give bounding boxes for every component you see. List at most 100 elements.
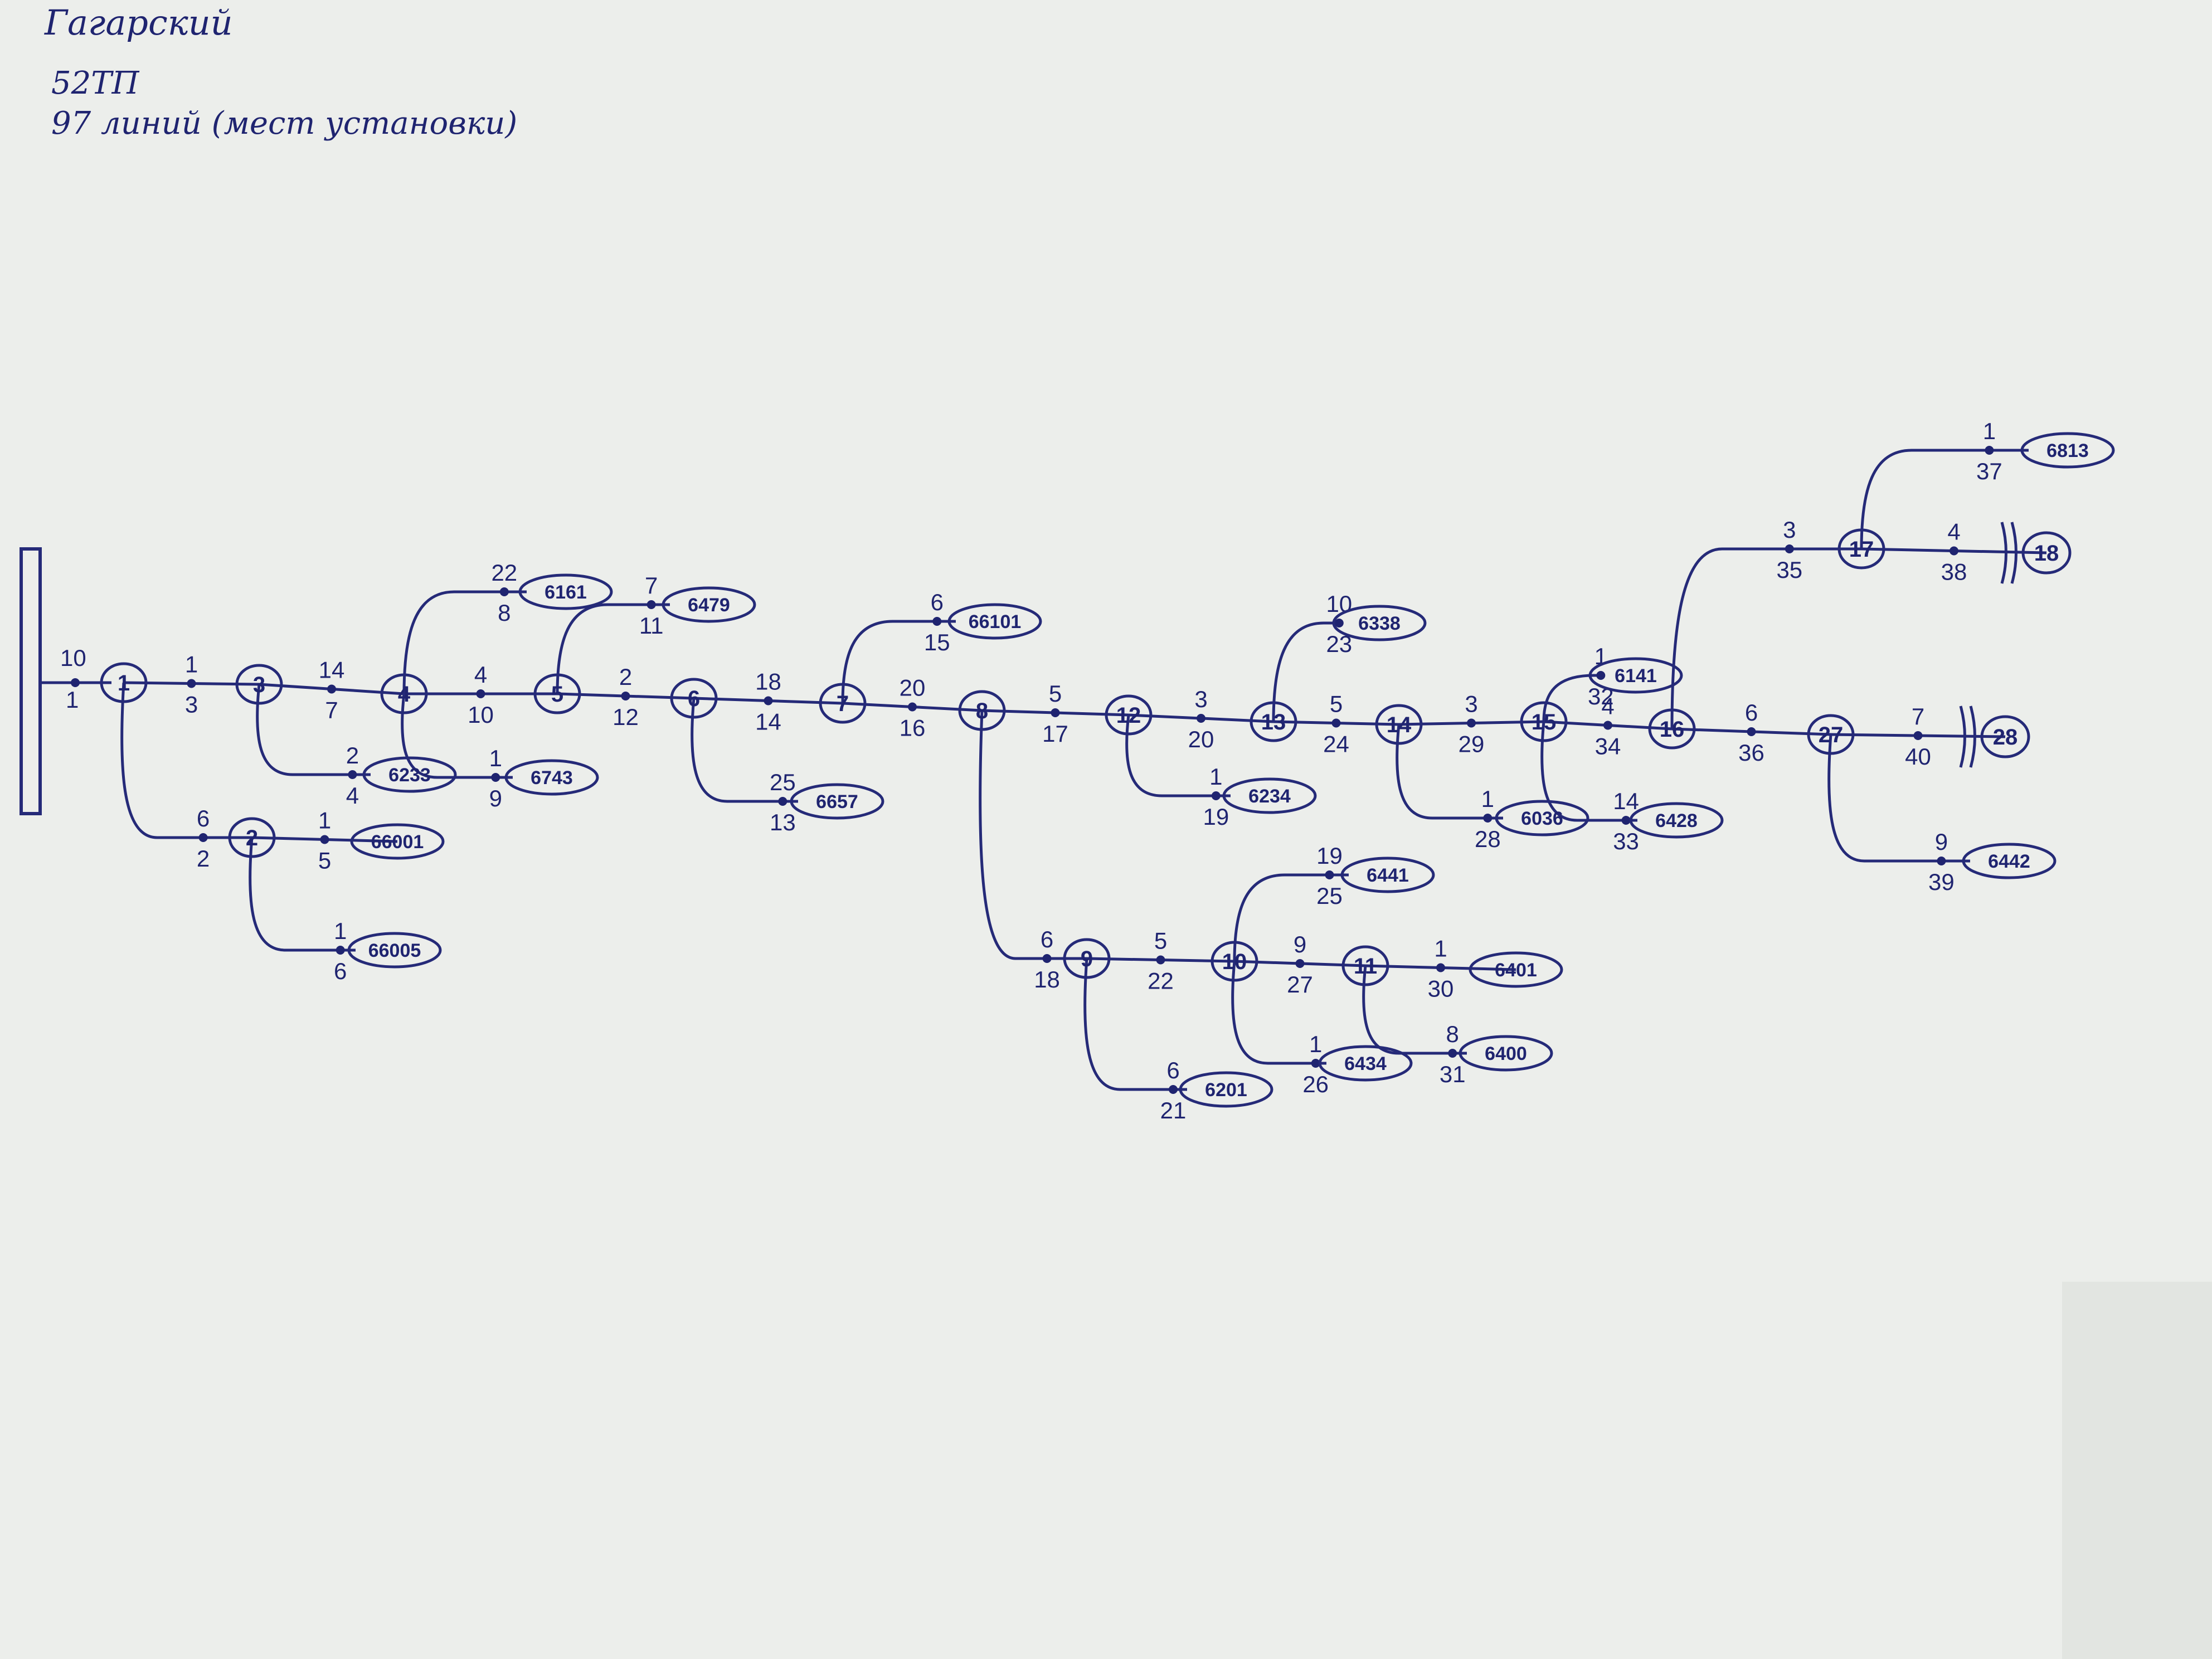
- meter-6743-label: 6743: [531, 767, 573, 789]
- meter-6036-label: 6036: [1521, 808, 1563, 829]
- pole-dot-4-5: [476, 689, 485, 698]
- span-top-label-9-6201: 6: [1166, 1057, 1179, 1083]
- pole-dot-8-12: [1051, 708, 1060, 717]
- break-mark-28-a: [1959, 706, 1966, 768]
- pole-dot-1-3: [187, 679, 196, 688]
- meter-6442-ring: [1962, 843, 2057, 879]
- node-15-ring: [1520, 701, 1568, 742]
- meter-6657-ring: [790, 783, 884, 820]
- node-3-ring: [235, 664, 283, 705]
- span-top-label-11-6401: 1: [1434, 936, 1447, 962]
- meter-6201-ring: [1179, 1071, 1273, 1108]
- wire-15-6428: [1540, 721, 1637, 822]
- span-top-label-1-3: 1: [185, 651, 198, 678]
- span-bottom-label-11-6400: 31: [1440, 1061, 1466, 1087]
- external-ref-28-ring: [1980, 715, 2030, 758]
- node-2-label: 2: [246, 826, 258, 850]
- pole-dot-13-6338: [1334, 619, 1344, 627]
- node-13-ring: [1250, 701, 1297, 742]
- span-bottom-label-2-66005: 6: [334, 958, 347, 984]
- node-27-label: 27: [1819, 723, 1844, 747]
- span-top-label-9-10: 5: [1154, 928, 1167, 954]
- span-top-label-8-9: 6: [1041, 926, 1053, 952]
- span-top-label-3-6233: 2: [346, 742, 359, 768]
- span-top-label-3-4: 14: [319, 657, 345, 683]
- meter-6428-ring: [1629, 802, 1724, 839]
- meter-6338-label: 6338: [1358, 613, 1401, 634]
- meter-6657-label: 6657: [816, 791, 858, 813]
- wire-14-6036: [1396, 724, 1503, 820]
- node-2-ring: [228, 817, 276, 858]
- pole-dot-10-6441: [1325, 870, 1334, 879]
- meter-6161-ring: [518, 573, 613, 610]
- span-labels-layer: 1314741021218142016517320524329434636740…: [185, 418, 2002, 1123]
- node-8-label: 8: [976, 699, 988, 723]
- meter-6434-ring: [1318, 1045, 1413, 1082]
- meter-6338-ring: [1332, 605, 1427, 641]
- span-top-label-10-6441: 19: [1316, 843, 1343, 869]
- span-top-label-10-6434: 1: [1309, 1031, 1322, 1057]
- paper-shadow: [2062, 1282, 2212, 1659]
- wire-5-6479: [556, 603, 670, 694]
- meter-66001-label: 66001: [371, 831, 424, 853]
- pole-dot-14-6036: [1483, 814, 1493, 823]
- node-10-ring: [1210, 941, 1258, 982]
- pole-dot-27-6442: [1937, 857, 1946, 865]
- node-6-ring: [670, 678, 718, 719]
- span-top-label-4-5: 4: [474, 661, 487, 688]
- wire-10-6434: [1231, 961, 1326, 1065]
- span-bottom-label-3-4: 7: [325, 697, 338, 723]
- external-ref-18-label: 18: [2034, 541, 2059, 566]
- meter-6400-ring: [1459, 1035, 1553, 1072]
- pole-dot-9-6201: [1169, 1085, 1178, 1094]
- pole-dot-8-9: [1042, 954, 1052, 963]
- span-bottom-label-7-8: 16: [900, 715, 926, 741]
- meter-6141-label: 6141: [1615, 665, 1657, 687]
- node-7-label: 7: [837, 692, 849, 716]
- node-5-label: 5: [551, 682, 563, 707]
- span-bottom-label-16-27: 36: [1738, 740, 1764, 766]
- span-top-label-2-66001: 1: [318, 807, 331, 834]
- node-6-label: 6: [688, 687, 700, 711]
- span-bottom-label-15-6428: 33: [1613, 828, 1639, 854]
- meter-6442-label: 6442: [1988, 851, 2030, 872]
- span-top-label-14-15: 3: [1465, 691, 1477, 717]
- span-top-label-12-6234: 1: [1209, 763, 1222, 790]
- external-ref-18-ring: [2021, 531, 2072, 575]
- source-bottom-label: 1: [66, 687, 79, 713]
- node-17-ring: [1837, 528, 1885, 570]
- span-bottom-label-10-11: 27: [1287, 971, 1313, 998]
- span-top-label-4-6743: 1: [489, 745, 502, 771]
- meter-66101-ring: [947, 603, 1042, 640]
- pole-dot-27-28: [1913, 731, 1923, 740]
- span-bottom-label-3-6233: 4: [346, 782, 359, 809]
- break-mark-18-b: [2010, 522, 2017, 584]
- meter-6234-ring: [1222, 777, 1317, 814]
- span-top-label-11-6400: 8: [1446, 1021, 1459, 1047]
- pole-dot-6-6657: [778, 797, 787, 806]
- wire-2-66005: [249, 837, 356, 952]
- pole-dot-16-27: [1747, 727, 1756, 736]
- pole-dot-2-66001: [320, 835, 329, 844]
- span-top-label-7-8: 20: [900, 675, 926, 701]
- break-mark-28-b: [1969, 706, 1976, 768]
- node-7-ring: [819, 683, 867, 724]
- pole-dot-15-6141: [1596, 671, 1606, 680]
- span-bottom-label-16-17: 35: [1776, 557, 1802, 583]
- node-4-label: 4: [398, 682, 411, 707]
- node-27-ring: [1807, 714, 1855, 755]
- pole-dot-4-6743: [491, 773, 500, 782]
- pole-dot-11-6400: [1448, 1049, 1457, 1058]
- span-top-label-6-7: 18: [755, 669, 781, 695]
- span-top-label-15-16: 4: [1601, 693, 1614, 719]
- span-bottom-label-9-10: 22: [1148, 968, 1174, 994]
- span-bottom-label-9-6201: 21: [1160, 1097, 1187, 1123]
- span-bottom-label-11-6401: 30: [1428, 976, 1454, 1002]
- node-11-label: 11: [1354, 954, 1377, 979]
- meter-6743-ring: [504, 759, 599, 796]
- node-13-label: 13: [1261, 710, 1286, 734]
- node-3-label: 3: [253, 673, 265, 697]
